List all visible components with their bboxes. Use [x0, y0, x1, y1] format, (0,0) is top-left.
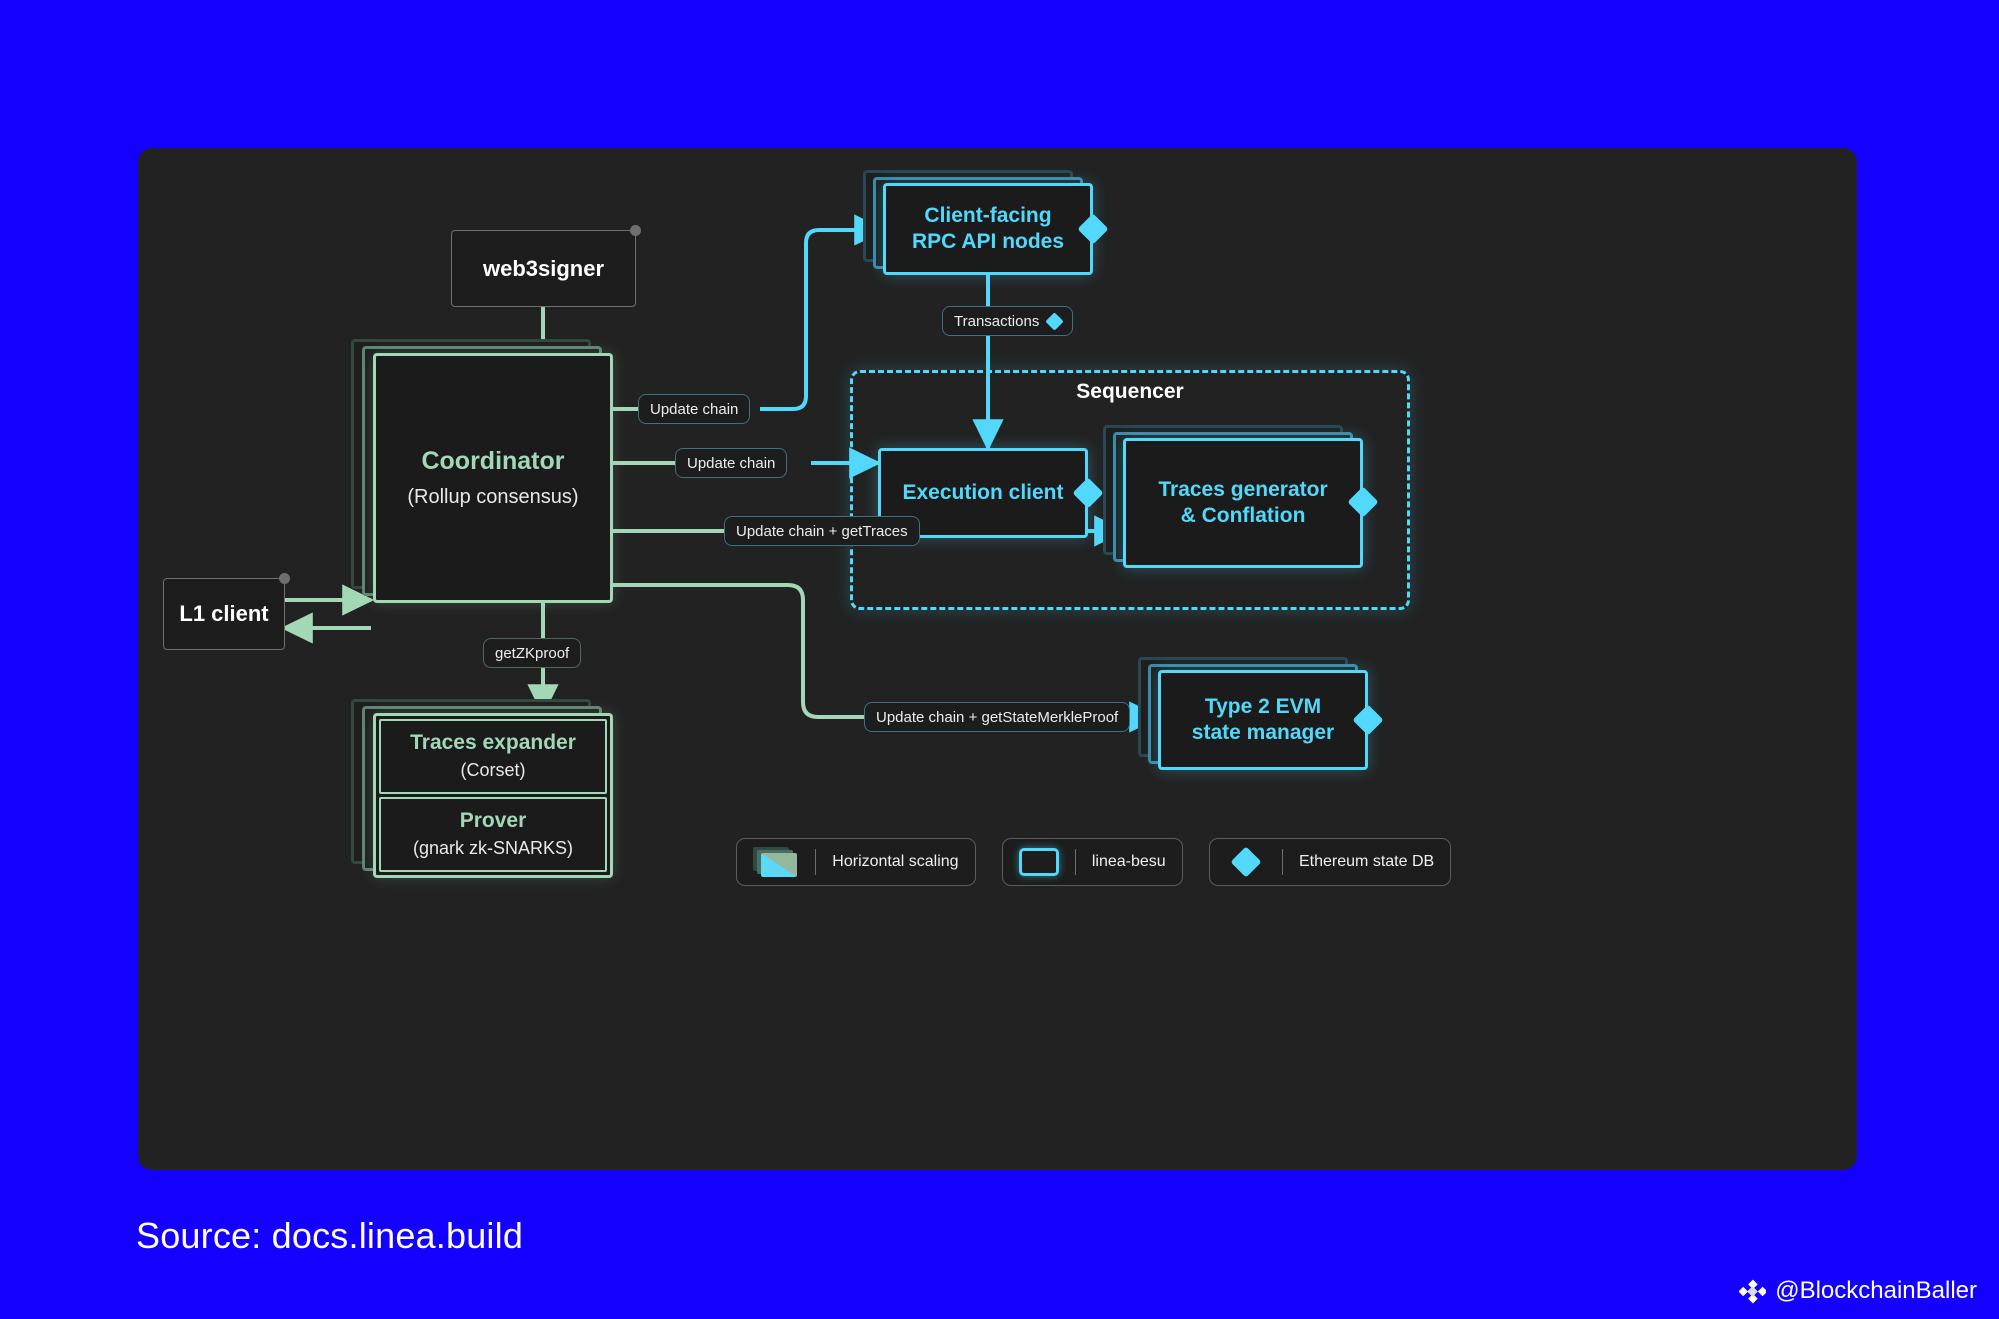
legend-item-linea-besu: linea-besu [1001, 838, 1183, 886]
connector-layer [280, 214, 1162, 733]
node-rpc-title-line2: RPC API nodes [911, 230, 1065, 253]
node-prover-face: Traces expander (Corset) Prover (gnark z… [373, 713, 613, 878]
node-corner-dot-icon [630, 225, 641, 236]
edge-label-update-chain-exec: Update chain [675, 448, 788, 478]
edge-label-text: Update chain [687, 454, 776, 472]
node-tracesgen-title-line2: & Conflation [1180, 504, 1306, 527]
edge-label-text: Transactions [954, 312, 1040, 330]
legend-label-ethereum-state-db: Ethereum state DB [1299, 853, 1435, 870]
node-traces-generator[interactable]: Traces generator & Conflation [1103, 425, 1379, 568]
edge-update-chain-to-rpc [760, 214, 887, 411]
edge-label-text: getZKproof [495, 644, 570, 662]
edge-label-getzkproof: getZKproof [483, 638, 582, 668]
edge-label-update-chain-gettraces: Update chain + getTraces [724, 516, 920, 546]
edge-label-update-chain-rpc: Update chain [638, 394, 751, 424]
diamond-icon [1230, 846, 1262, 878]
node-tracesgen-title-line1: Traces generator [1158, 477, 1328, 501]
diagram-canvas: Sequencer web3signer L1 client Coordinat… [138, 148, 1857, 1170]
node-traces-expander-prover[interactable]: Traces expander (Corset) Prover (gnark z… [351, 699, 613, 878]
node-state-manager[interactable]: Type 2 EVM state manager [1138, 657, 1384, 770]
watermark: @BlockchainBaller [1738, 1277, 1977, 1305]
legend-label-linea-besu: linea-besu [1091, 853, 1166, 870]
edge-label-transactions: Transactions [942, 306, 1074, 336]
node-traces-expander[interactable]: Traces expander (Corset) [379, 719, 607, 794]
legend-divider [815, 849, 817, 875]
edge-label-update-chain-merkleproof: Update chain + getStateMerkleProof [864, 702, 1131, 732]
node-statemanager-title-line1: Type 2 EVM [1204, 694, 1322, 718]
node-rpc-api-nodes[interactable]: Client-facing RPC API nodes [863, 170, 1109, 275]
legend-divider [1074, 849, 1076, 875]
node-rpc-face: Client-facing RPC API nodes [883, 183, 1093, 275]
edge-label-text: Update chain + getTraces [736, 522, 908, 540]
node-web3signer-face: web3signer [451, 230, 636, 307]
node-tracesgen-face: Traces generator & Conflation [1123, 438, 1363, 568]
node-coordinator[interactable]: Coordinator (Rollup consensus) [351, 339, 613, 603]
source-caption: Source: docs.linea.build [136, 1215, 524, 1256]
node-coordinator-title: Coordinator [421, 447, 565, 476]
edge-label-text: Update chain + getStateMerkleProof [876, 708, 1119, 726]
node-traces-expander-subtitle: (Corset) [460, 760, 526, 781]
legend-item-horizontal-scaling: Horizontal scaling [736, 838, 976, 886]
node-corner-dot-icon [279, 573, 290, 584]
ethereum-state-db-diamond-icon [1045, 311, 1065, 331]
node-l1-client-face: L1 client [163, 578, 285, 650]
node-statemanager-title-line2: state manager [1191, 721, 1335, 744]
watermark-text: @BlockchainBaller [1775, 1277, 1977, 1304]
node-prover-subtitle: (gnark zk-SNARKS) [412, 838, 574, 859]
node-coordinator-subtitle: (Rollup consensus) [407, 485, 579, 508]
edge-label-text: Update chain [650, 400, 739, 418]
node-l1-client[interactable]: L1 client [163, 573, 290, 650]
diamond-cluster-logo-icon [1738, 1278, 1768, 1305]
node-web3signer[interactable]: web3signer [451, 225, 641, 307]
outlined-box-icon [1018, 848, 1059, 876]
node-traces-expander-title: Traces expander [410, 731, 576, 755]
node-execution-client-title: Execution client [902, 480, 1064, 504]
sequencer-group [850, 370, 1410, 610]
legend: Horizontal scaling linea-besu Ethereum s… [736, 838, 1452, 886]
legend-label-horizontal-scaling: Horizontal scaling [832, 853, 959, 870]
legend-divider [1281, 849, 1283, 875]
node-rpc-title-line1: Client-facing [924, 203, 1052, 227]
node-prover[interactable]: Prover (gnark zk-SNARKS) [379, 797, 607, 872]
stacked-cards-icon [753, 847, 799, 877]
sequencer-label: Sequencer [1076, 380, 1184, 403]
edge-stub-merkleproof [611, 583, 864, 719]
node-statemanager-face: Type 2 EVM state manager [1158, 670, 1368, 770]
node-coordinator-face: Coordinator (Rollup consensus) [373, 353, 613, 603]
node-l1-client-title: L1 client [179, 601, 269, 627]
node-prover-title: Prover [459, 809, 527, 833]
node-web3signer-title: web3signer [482, 255, 605, 281]
legend-item-ethereum-state-db: Ethereum state DB [1208, 838, 1452, 886]
